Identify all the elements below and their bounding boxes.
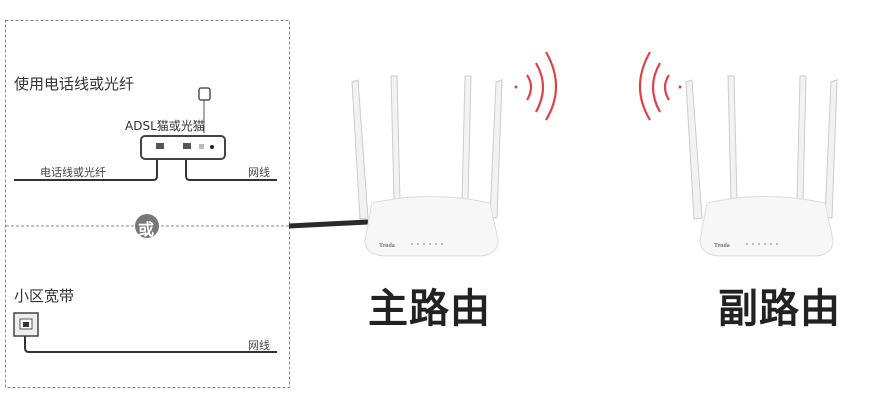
option2-title: 小区宽带: [14, 287, 75, 305]
secondary-router-brand-logo: Tenda: [714, 243, 730, 249]
power-adapter-icon: [198, 87, 211, 133]
secondary-router-image: Tenda: [685, 75, 838, 257]
network-cable-label: 网线: [248, 339, 270, 352]
wall-socket-icon: [13, 312, 39, 337]
phone-line-label: 电话线或光纤: [40, 166, 106, 179]
secondary-router-label: 副路由: [718, 286, 841, 332]
modem-network-cable: [185, 160, 277, 181]
modem-icon: [140, 135, 226, 160]
wifi-signal-out-icon: [514, 51, 557, 121]
wan-cable: [288, 219, 369, 229]
phone-line-cable: [14, 160, 158, 181]
or-badge: [135, 214, 159, 238]
main-router-label: 主路由: [368, 286, 491, 332]
main-router-brand-logo: Tenda: [379, 243, 395, 249]
network-cable-label: 网线: [248, 166, 270, 179]
wifi-signal-in-icon: [639, 51, 682, 121]
option-panel-border: [5, 20, 290, 388]
or-label: 或: [138, 220, 155, 239]
main-router-image: Tenda: [351, 75, 503, 257]
option1-title: 使用电话线或光纤: [14, 75, 135, 93]
broadband-network-cable: [24, 336, 277, 353]
modem-label: ADSL猫或光猫: [125, 119, 205, 133]
